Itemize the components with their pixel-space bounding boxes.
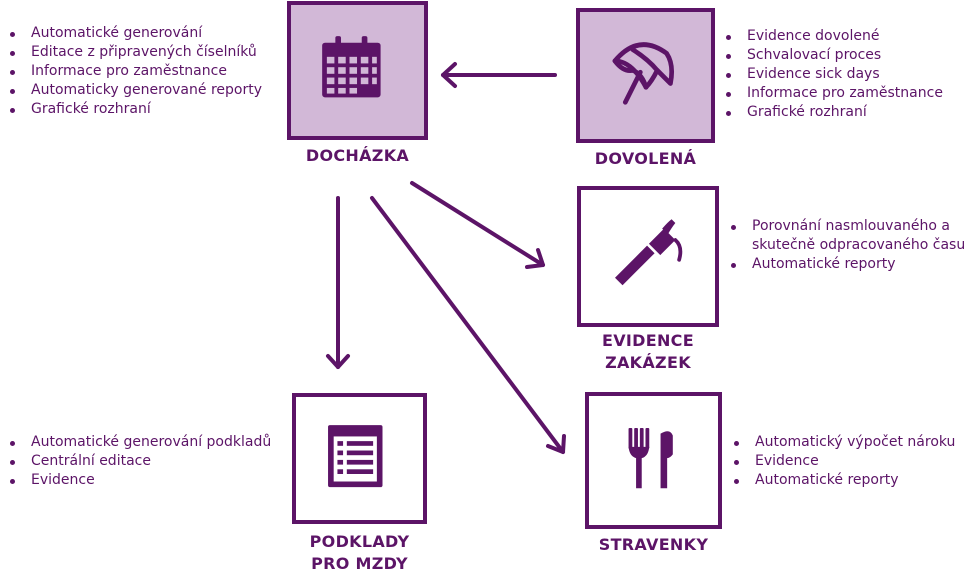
list-item: Grafické rozhraní xyxy=(7,100,262,119)
title-line: PRO MZDY xyxy=(311,554,408,573)
list-item: Grafické rozhraní xyxy=(723,103,943,122)
title-line: PODKLADY xyxy=(309,532,410,551)
list-item: Automatické reporty xyxy=(731,471,955,490)
list-item: Evidence sick days xyxy=(723,65,943,84)
fork-knife-icon xyxy=(628,428,673,489)
dochazka-features: Automatické generování Editace z připrav… xyxy=(7,24,262,119)
list-item: Editace z připravených číselníků xyxy=(7,43,262,62)
list-item: Schvalovací proces xyxy=(723,46,943,65)
dochazka-title: DOCHÁZKA xyxy=(305,146,410,165)
podklady-features: Automatické generování podkladů Centráln… xyxy=(7,433,271,490)
list-item: Automatické generování xyxy=(7,24,262,43)
list-item: Centrální editace xyxy=(7,452,271,471)
list-item: Automatické generování podkladů xyxy=(7,433,271,452)
arrow-dochazka-to-evidence xyxy=(410,181,545,269)
list-item: Informace pro zaměstnance xyxy=(7,62,262,81)
title-line: EVIDENCE xyxy=(602,331,694,350)
podklady-title: PODKLADY PRO MZDY xyxy=(292,531,427,575)
arrow-dochazka-to-podklady xyxy=(326,196,350,369)
stravenky-features: Automatický výpočet nároku Evidence Auto… xyxy=(731,433,955,490)
stravenky-title: STRAVENKY xyxy=(598,535,709,554)
list-item: Porovnání nasmlouvaného a xyxy=(728,217,965,236)
arrow-dovolena-to-dochazka xyxy=(441,62,557,88)
title-line: ZAKÁZEK xyxy=(605,353,691,372)
list-item: Informace pro zaměstnance xyxy=(723,84,943,103)
dovolena-box xyxy=(576,8,715,143)
list-item: Evidence dovolené xyxy=(723,27,943,46)
list-item-continuation: skutečně odpracovaného času xyxy=(752,237,966,253)
podklady-box xyxy=(292,393,427,524)
list-item: Automaticky generované reporty xyxy=(7,81,262,100)
evidence-zakazek-features: Porovnání nasmlouvaného a skutečně odpra… xyxy=(728,217,965,274)
dovolena-features: Evidence dovolené Schvalovací proces Evi… xyxy=(723,27,943,122)
hammer-icon xyxy=(614,219,683,286)
dovolena-title: DOVOLENÁ xyxy=(594,149,697,168)
list-item: Evidence xyxy=(731,452,955,471)
dochazka-box xyxy=(287,1,428,140)
list-item: Automatické reporty xyxy=(728,255,965,274)
beach-umbrella-icon xyxy=(612,42,675,105)
list-item: Automatický výpočet nároku xyxy=(731,433,955,452)
calendar-icon xyxy=(322,36,381,98)
evidence-zakazek-title: EVIDENCE ZAKÁZEK xyxy=(577,330,719,374)
stravenky-box xyxy=(585,392,722,529)
evidence-zakazek-box xyxy=(577,186,719,327)
list-document-icon xyxy=(328,425,383,488)
list-item: Evidence xyxy=(7,471,271,490)
